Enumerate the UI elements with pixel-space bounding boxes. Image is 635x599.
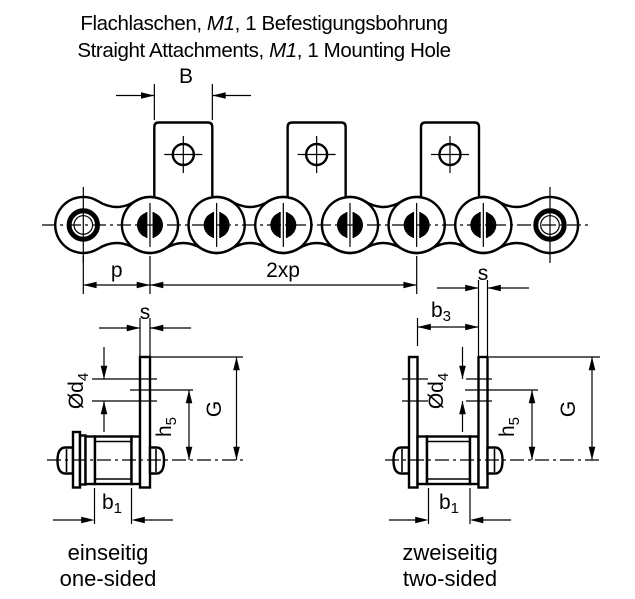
dim-b3: b3: [416, 299, 479, 346]
chain-link: [454, 195, 580, 255]
attachment-plate: [138, 355, 152, 489]
dim-label-B: B: [179, 65, 193, 88]
attachment-plate-left: [407, 355, 419, 489]
dim-2xp: 2xp: [150, 256, 418, 294]
dim-label-s: s: [140, 301, 151, 324]
caption-two-sided-de: zweiseitig: [402, 540, 497, 565]
caption-one-sided-de: einseitig: [68, 540, 149, 565]
dim-label-b3: b3: [431, 299, 451, 325]
dim-label-G: G: [203, 401, 226, 417]
dim-label-d4: Ød4: [425, 373, 452, 409]
dim-label-h5: h5: [496, 417, 523, 437]
attachment-plate-right: [477, 355, 489, 489]
dim-G-right: G: [489, 356, 600, 460]
title-line-en: Straight Attachments, M1, 1 Mounting Hol…: [77, 39, 450, 62]
one-sided-view: s Ød4 h5 G: [47, 301, 243, 591]
dim-s-left: s: [99, 301, 191, 357]
dim-label-G: G: [557, 401, 580, 417]
title: Flachlaschen, M1, 1 Befestigungsbohrung …: [77, 12, 451, 62]
dim-d4-right: Ød4: [402, 347, 538, 432]
dim-label-b1: b1: [102, 491, 122, 517]
dim-label-h5: h5: [153, 417, 180, 437]
chain-top-view: B p 2xp: [42, 65, 592, 294]
dim-label-d4: Ød4: [65, 373, 92, 409]
dim-h5-left: h5: [153, 390, 193, 460]
chain-links: [54, 121, 580, 263]
title-line-de: Flachlaschen, M1, 1 Befestigungsbohrung: [80, 12, 447, 35]
two-sided-view: s b3 Ød4 h5: [385, 262, 600, 591]
caption-two-sided-en: two-sided: [403, 566, 497, 591]
dim-label-2xp: 2xp: [266, 259, 300, 282]
dim-label-b1: b1: [439, 491, 459, 517]
dim-h5-right: h5: [496, 390, 536, 460]
dim-b1-right: b1: [389, 488, 511, 524]
dim-b1-left: b1: [53, 488, 173, 524]
dim-G-left: G: [151, 356, 243, 460]
dim-label-p: p: [111, 259, 123, 282]
dim-B: B: [116, 65, 251, 120]
caption-one-sided-en: one-sided: [60, 566, 157, 591]
dim-label-s: s: [478, 262, 489, 285]
end-bushing: [540, 215, 560, 235]
dim-d4-left: Ød4: [65, 347, 193, 432]
dim-s-right: s: [437, 262, 529, 357]
dim-p: p: [82, 256, 151, 294]
